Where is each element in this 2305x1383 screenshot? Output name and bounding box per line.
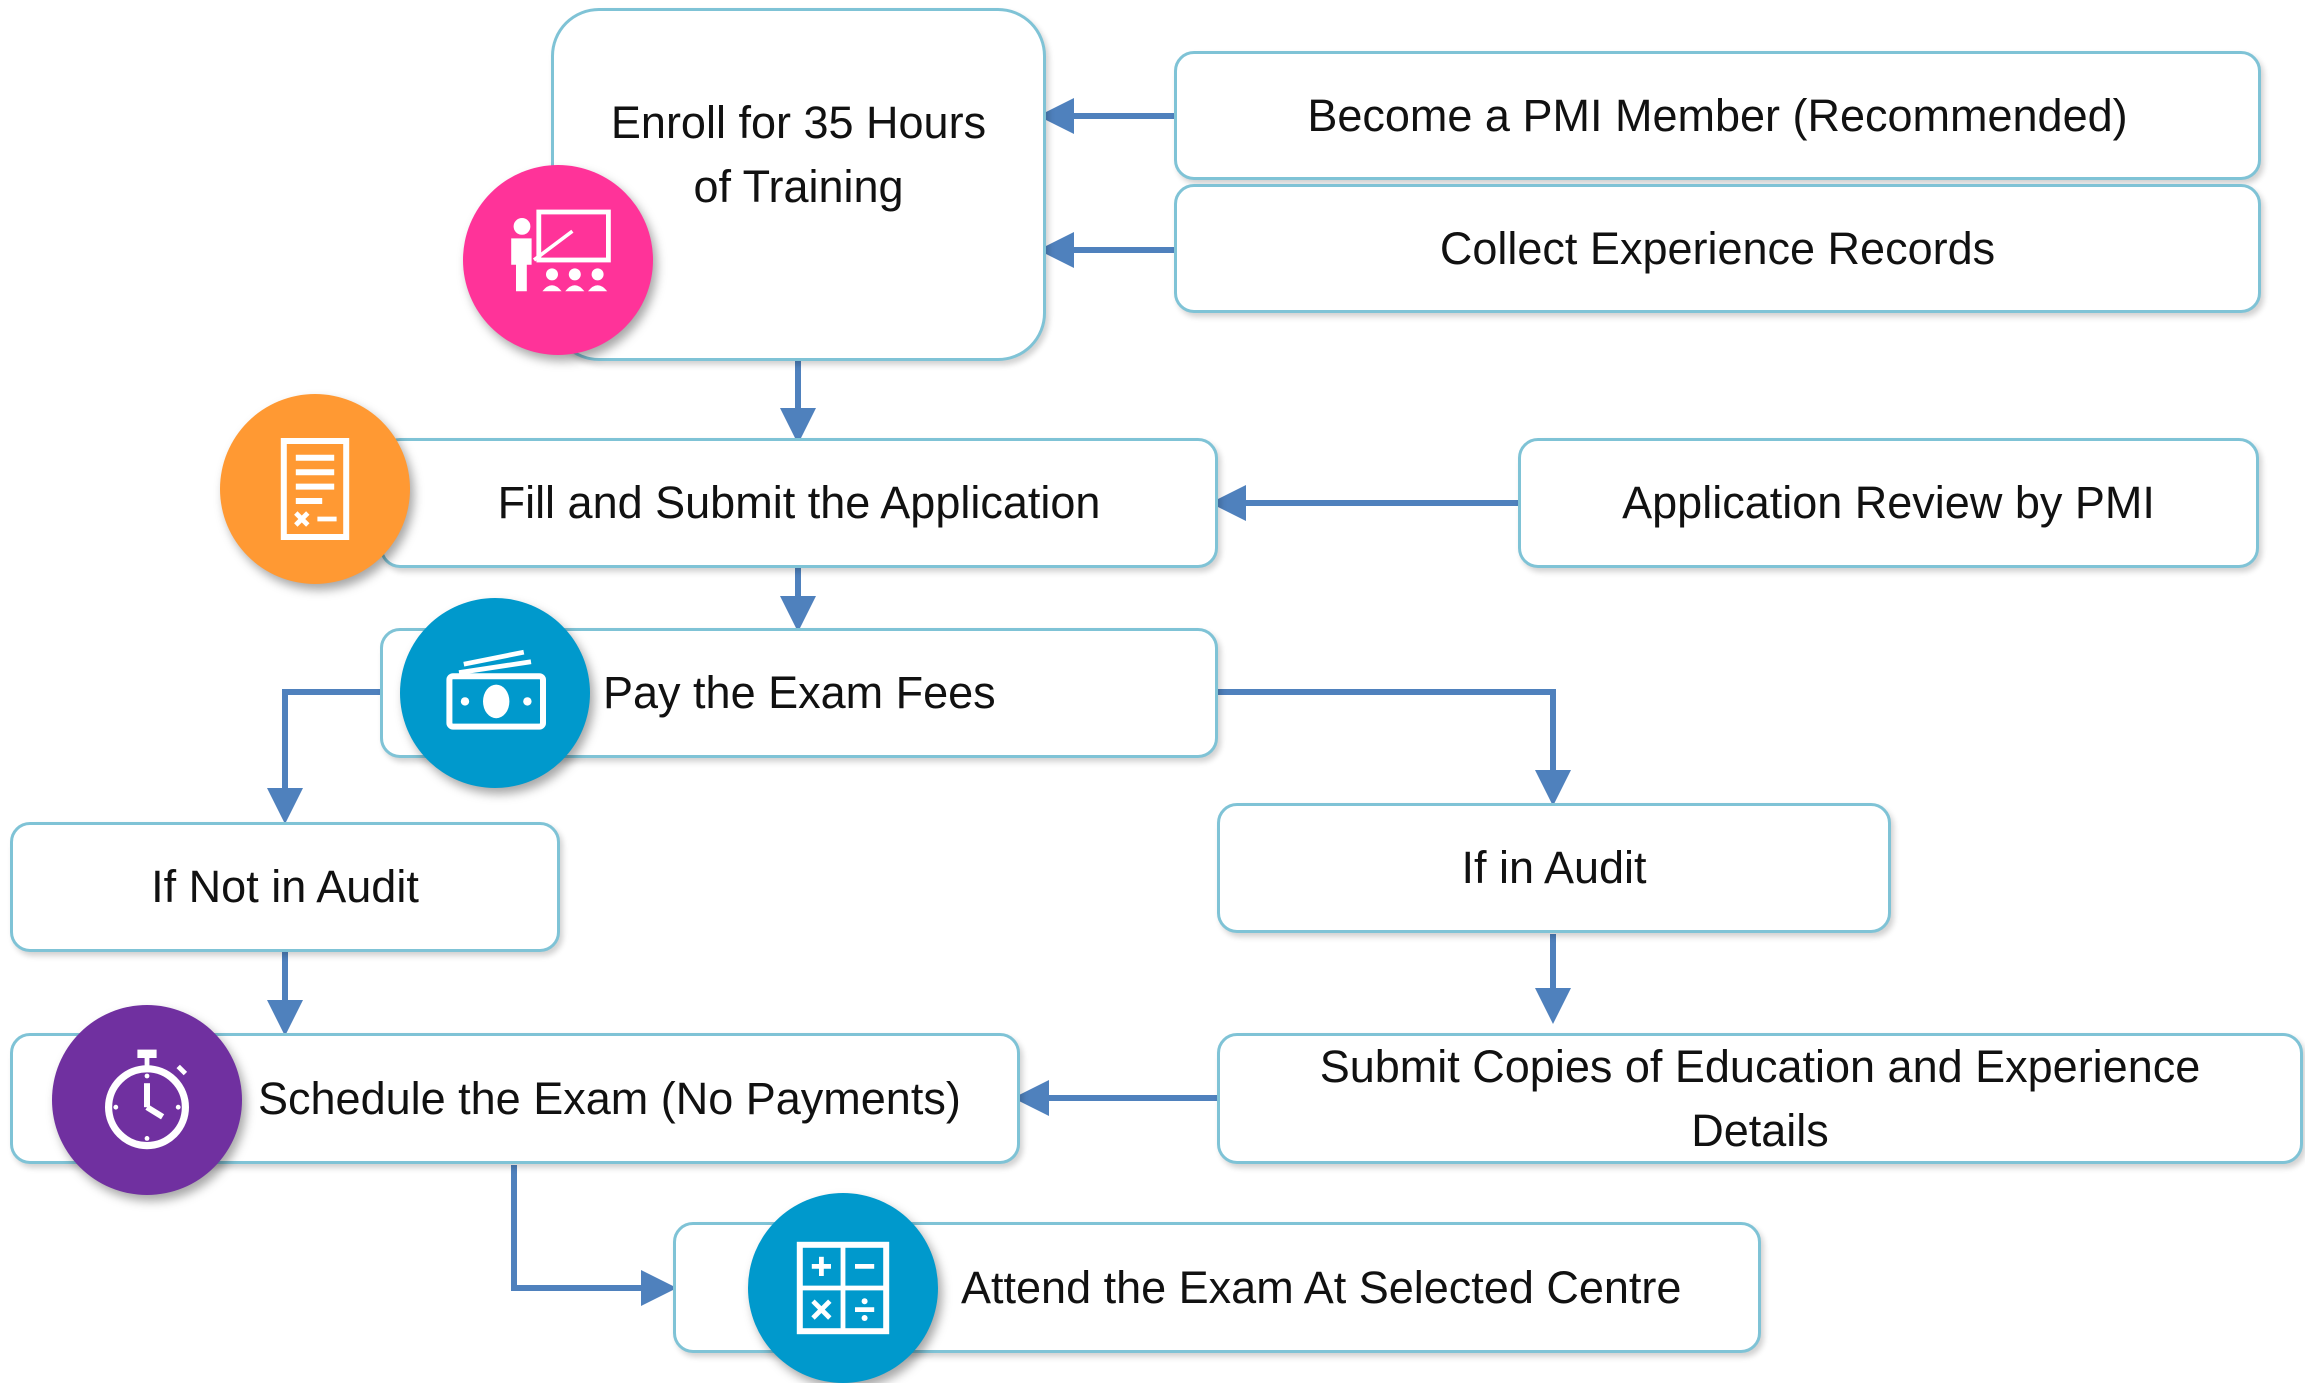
pmi-member-box: Become a PMI Member (Recommended) bbox=[1174, 51, 2261, 180]
in-audit-box: If in Audit bbox=[1217, 803, 1891, 933]
attend-exam-label: Attend the Exam At Selected Centre bbox=[961, 1261, 1682, 1313]
submit-copies-box: Submit Copies of Education and Experienc… bbox=[1217, 1033, 2303, 1164]
experience-records-box: Collect Experience Records bbox=[1174, 184, 2261, 313]
pmi-member-label: Become a PMI Member (Recommended) bbox=[1307, 89, 2128, 141]
not-audit-label: If Not in Audit bbox=[151, 861, 419, 912]
not-audit-box: If Not in Audit bbox=[10, 822, 560, 952]
money-bill-icon bbox=[400, 598, 590, 788]
experience-records-label: Collect Experience Records bbox=[1439, 222, 1996, 274]
arrow-pay-to-in-audit bbox=[1218, 689, 1571, 806]
enroll-training-label: Enroll for 35 Hours of Training bbox=[610, 96, 987, 212]
in-audit-label: If in Audit bbox=[1461, 842, 1647, 893]
teacher-presentation-icon bbox=[463, 165, 653, 355]
calculator-icon bbox=[748, 1193, 938, 1383]
submit-copies-label: Submit Copies of Education and Experienc… bbox=[1319, 1040, 2201, 1156]
fill-submit-label: Fill and Submit the Application bbox=[497, 477, 1101, 528]
application-form-icon bbox=[220, 394, 410, 584]
pay-fees-label: Pay the Exam Fees bbox=[603, 667, 996, 718]
fill-submit-box: Fill and Submit the Application bbox=[380, 438, 1218, 568]
arrow-pay-to-not-audit bbox=[267, 689, 380, 824]
application-review-label: Application Review by PMI bbox=[1622, 477, 2155, 528]
stopwatch-icon bbox=[52, 1005, 242, 1195]
schedule-exam-label: Schedule the Exam (No Payments) bbox=[258, 1072, 961, 1124]
application-review-box: Application Review by PMI bbox=[1518, 438, 2259, 568]
arrow-schedule-to-attend bbox=[511, 1165, 677, 1306]
